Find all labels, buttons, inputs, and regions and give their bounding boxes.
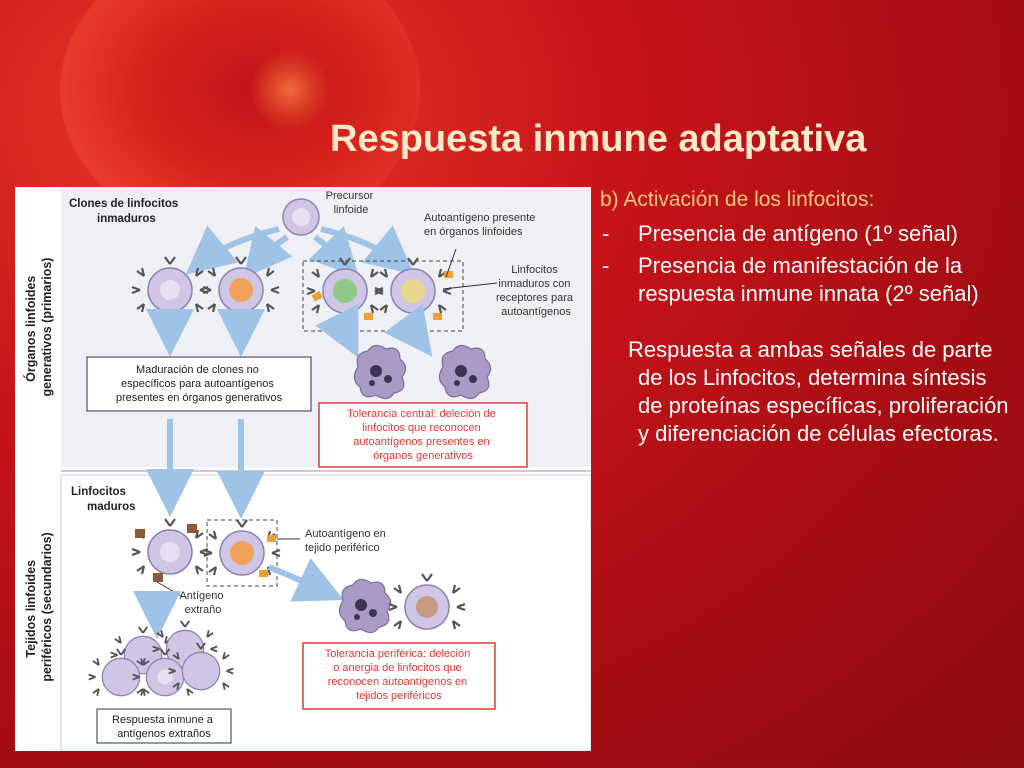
svg-text:Tejidos linfoides periféri: Tejidos linfoides periféricos (secundari… xyxy=(24,532,54,681)
label-mature-2: maduros xyxy=(87,501,136,513)
label-precursor-1: Precursor xyxy=(326,190,374,202)
side-label-primary-1: Órganos linfoides xyxy=(23,276,38,382)
side-label-primary-2: generativos (primarios) xyxy=(40,258,54,397)
label-autoantigen-peripheral-2: tejido periférico xyxy=(305,542,380,554)
svg-text:Precursor linfoide: Precursor linfoide xyxy=(326,190,377,216)
svg-text:Tolerancia periférica: deleció: Tolerancia periférica: deleción o anergi… xyxy=(325,648,474,702)
bullet-text: Presencia de manifestación de la respues… xyxy=(638,253,979,306)
arrow xyxy=(243,225,293,279)
label-autoantigen-lymphoid-1: Autoantígeno presente xyxy=(424,212,535,224)
label-immature-2: inmaduros con xyxy=(498,278,570,290)
central-tolerance-box xyxy=(318,402,528,468)
central-tolerance-line-2: linfocitos que reconocen xyxy=(362,422,481,434)
label-foreign-2: extraño xyxy=(185,604,222,616)
proliferating-lymphocytes xyxy=(87,620,235,697)
autoantigen xyxy=(259,570,268,577)
autoreactive-group-box xyxy=(302,260,464,332)
svg-text:Autoantígeno en tejido per: Autoantígeno en tejido periférico xyxy=(305,528,389,554)
svg-text:Tolerancia central: deleción d: Tolerancia central: deleción de linfocit… xyxy=(347,408,499,462)
peripheral-tolerance-line-4: tejidos periféricos xyxy=(356,690,442,702)
label-autoantigen-peripheral-1: Autoantígeno en xyxy=(305,528,386,540)
immune-response-line-2: antígenos extraños xyxy=(117,728,211,740)
svg-text:Respuesta inmune a antígen: Respuesta inmune a antígenos extraños xyxy=(112,714,216,740)
central-tolerance-line-3: autoantígenos presentes en xyxy=(353,436,489,448)
central-tolerance-line-4: órganos generativos xyxy=(373,450,473,462)
maturation-line-1: Maduración de clones no xyxy=(136,364,259,376)
foreign-antigen xyxy=(187,524,197,533)
immune-response-box xyxy=(96,708,232,744)
side-label-secondary-2: periféricos (secundarios) xyxy=(40,532,54,681)
maturation-box xyxy=(86,356,312,412)
foreign-antigen xyxy=(153,573,163,582)
svg-text:Autoantígeno presente en ó: Autoantígeno presente en órganos linfoid… xyxy=(424,212,538,238)
immature-lymphocyte-autoreactive xyxy=(305,256,385,315)
peripheral-tolerance-box xyxy=(302,642,496,710)
svg-text:Linfocitos inmaduros con: Linfocitos inmaduros con receptores para… xyxy=(496,264,576,318)
svg-text:Clones de linfocitos inmad: Clones de linfocitos inmaduros xyxy=(69,198,181,225)
immature-lymphocyte xyxy=(130,255,210,314)
peripheral-tolerance-line-1: Tolerancia periférica: deleción xyxy=(325,648,471,660)
bullet-first-signal: - Presencia de antígeno (1º señal) xyxy=(600,220,1010,248)
side-label-secondary-1: Tejidos linfoides xyxy=(24,560,38,658)
explanation-panel: b) Activación de los linfocitos: - Prese… xyxy=(600,186,1010,448)
autoantigen xyxy=(364,313,373,320)
peripheral-tolerance-line-3: reconocen autoantígenos en xyxy=(328,676,467,688)
arrow xyxy=(315,304,359,358)
label-mature-1: Linfocitos xyxy=(71,486,126,498)
svg-text:Linfocitos maduros: Linfocitos maduros xyxy=(71,486,136,513)
response-paragraph: Respuesta a ambas señales de parte de lo… xyxy=(628,337,1009,446)
apoptotic-cell xyxy=(353,344,407,400)
autoantigen xyxy=(444,271,453,278)
svg-text:Maduración de clones no es: Maduración de clones no específicos para… xyxy=(116,364,283,404)
label-immature-3: receptores para xyxy=(496,292,574,304)
immature-lymphocyte-autoreactive xyxy=(373,256,453,315)
arrow xyxy=(267,558,344,602)
background-virus-particle xyxy=(250,50,330,130)
bullet-marker: - xyxy=(602,253,610,278)
apoptotic-cell xyxy=(338,578,392,634)
label-clones-2: inmaduros xyxy=(97,213,156,225)
svg-text:Antígeno extraño: Antígeno extraño xyxy=(179,590,226,616)
mature-lymphocyte-autoreactive xyxy=(202,518,282,577)
lymphocyte-tolerance-figure: Órganos linfoides generativos (primarios… xyxy=(15,187,591,751)
immune-response-line-1: Respuesta inmune a xyxy=(112,714,214,726)
foreign-antigen xyxy=(135,529,145,538)
maturation-line-2: específicos para autoantígenos xyxy=(121,378,274,390)
svg-text:Órganos linfoides generati: Órganos linfoides generativos (primarios… xyxy=(23,258,54,397)
autoantigen xyxy=(433,313,442,320)
activation-heading: b) Activación de los linfocitos: xyxy=(600,188,875,211)
mature-lymphocyte xyxy=(130,517,210,576)
apoptotic-cell xyxy=(438,344,492,400)
maturation-line-3: presentes en órganos generativos xyxy=(116,392,283,404)
autoantigen xyxy=(267,535,276,542)
bullet-second-signal: - Presencia de manifestación de la respu… xyxy=(600,252,1010,308)
arrow xyxy=(384,303,433,357)
label-clones-1: Clones de linfocitos xyxy=(69,198,178,210)
autoantigen xyxy=(311,291,323,302)
label-immature-4: autoantígenos xyxy=(501,306,571,318)
figure-diagram: Órganos linfoides generativos (primarios… xyxy=(23,187,591,751)
arrow xyxy=(320,225,415,275)
label-foreign-1: Antígeno xyxy=(179,590,223,602)
slide-title: Respuesta inmune adaptativa xyxy=(330,118,867,160)
label-precursor-2: linfoide xyxy=(334,204,369,216)
anergic-lymphocyte xyxy=(387,572,467,631)
peripheral-tolerance-line-2: o anergia de linfocitos que xyxy=(333,662,461,674)
bullet-marker: - xyxy=(602,221,610,246)
label-immature-1: Linfocitos xyxy=(511,264,558,276)
bullet-text: Presencia de antígeno (1º señal) xyxy=(638,221,958,246)
central-tolerance-line-1: Tolerancia central: deleción de xyxy=(347,408,496,420)
peripheral-autoreactive-box xyxy=(206,519,278,587)
label-autoantigen-lymphoid-2: en órganos linfoides xyxy=(424,226,523,238)
arrow xyxy=(308,226,360,278)
